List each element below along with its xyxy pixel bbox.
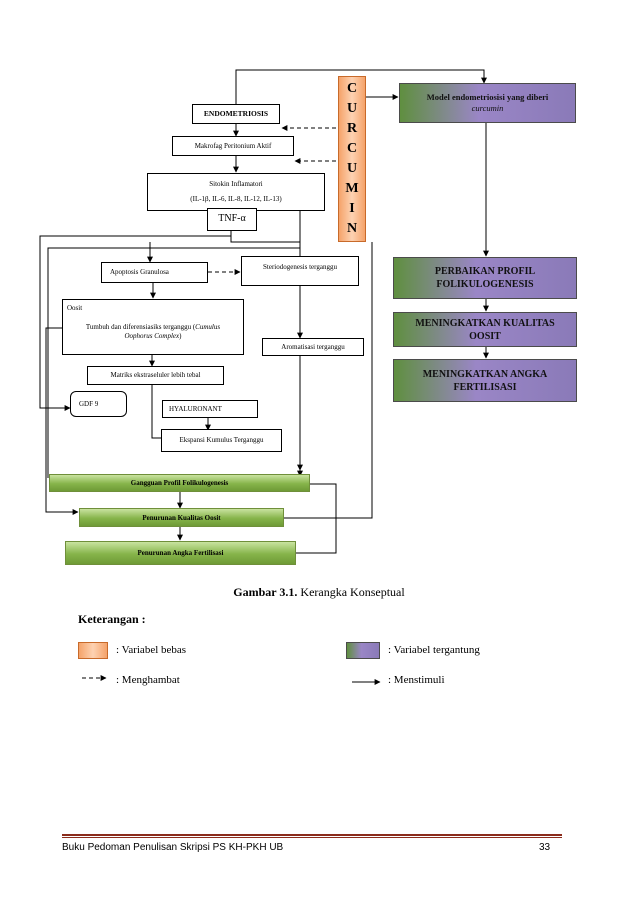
aromatisasi-box: Aromatisasi terganggu — [262, 338, 364, 356]
footer-rule-thin — [62, 837, 562, 838]
footer-title: Buku Pedoman Penulisan Skripsi PS KH-PKH… — [62, 842, 284, 853]
makrofag-box: Makrofag Peritonium Aktif — [172, 136, 294, 156]
curcumin-letters: C U R C U M I N — [345, 81, 359, 236]
sitokin-box: Sitokin Inflamatori (IL-1β, IL-6, IL-8, … — [147, 173, 325, 211]
perbaikan-box: PERBAIKAN PROFIL FOLIKULOGENESIS — [393, 257, 577, 299]
arrow-endometriosis-to-model — [235, 69, 487, 104]
legend-menstimuli: : Menstimuli — [388, 674, 445, 686]
meningkatkan-angka-box: MENINGKATKAN ANGKA FERTILISASI — [393, 359, 577, 402]
ekspansi-box: Ekspansi Kumulus Terganggu — [161, 429, 282, 452]
oosit-box: Oosit Tumbuh dan diferensiasiks tergangg… — [62, 299, 244, 355]
gangguan-bar: Gangguan Profil Folikulogenesis — [49, 474, 310, 492]
steroid-box: Steriodogenesis terganggu — [241, 256, 359, 286]
legend-title: Keterangan : — [78, 612, 146, 626]
gdf9-box: GDF 9 — [70, 391, 127, 417]
legend-tergantung: : Variabel tergantung — [388, 644, 480, 656]
meningkatkan-kualitas-box: MENINGKATKAN KUALITAS OOSIT — [393, 312, 577, 347]
figure-caption: Gambar 3.1. Kerangka Konseptual — [233, 585, 405, 599]
curcumin-box — [338, 76, 366, 242]
page-number: 33 — [539, 842, 551, 853]
apoptosis-box: Apoptosis Granulosa — [101, 262, 208, 283]
hyaluronant-box: HYALURONANT — [162, 400, 258, 418]
legend-swatch-dependent — [346, 642, 380, 659]
tnf-box: TNF-α — [207, 208, 257, 231]
endometriosis-box: ENDOMETRIOSIS — [192, 104, 280, 124]
penurunan-fertilisasi-bar: Penurunan Angka Fertilisasi — [65, 541, 296, 565]
matriks-box: Matriks ekstraseluler lebih tebal — [87, 366, 224, 385]
legend-bebas: : Variabel bebas — [116, 644, 187, 656]
model-box: Model endometriosisi yang diberi curcumi… — [399, 83, 576, 123]
penurunan-kualitas-bar: Penurunan Kualitas Oosit — [79, 508, 284, 527]
footer-rule — [62, 834, 562, 836]
legend-swatch-independent — [78, 642, 108, 659]
legend-menghambat: : Menghambat — [116, 674, 180, 686]
